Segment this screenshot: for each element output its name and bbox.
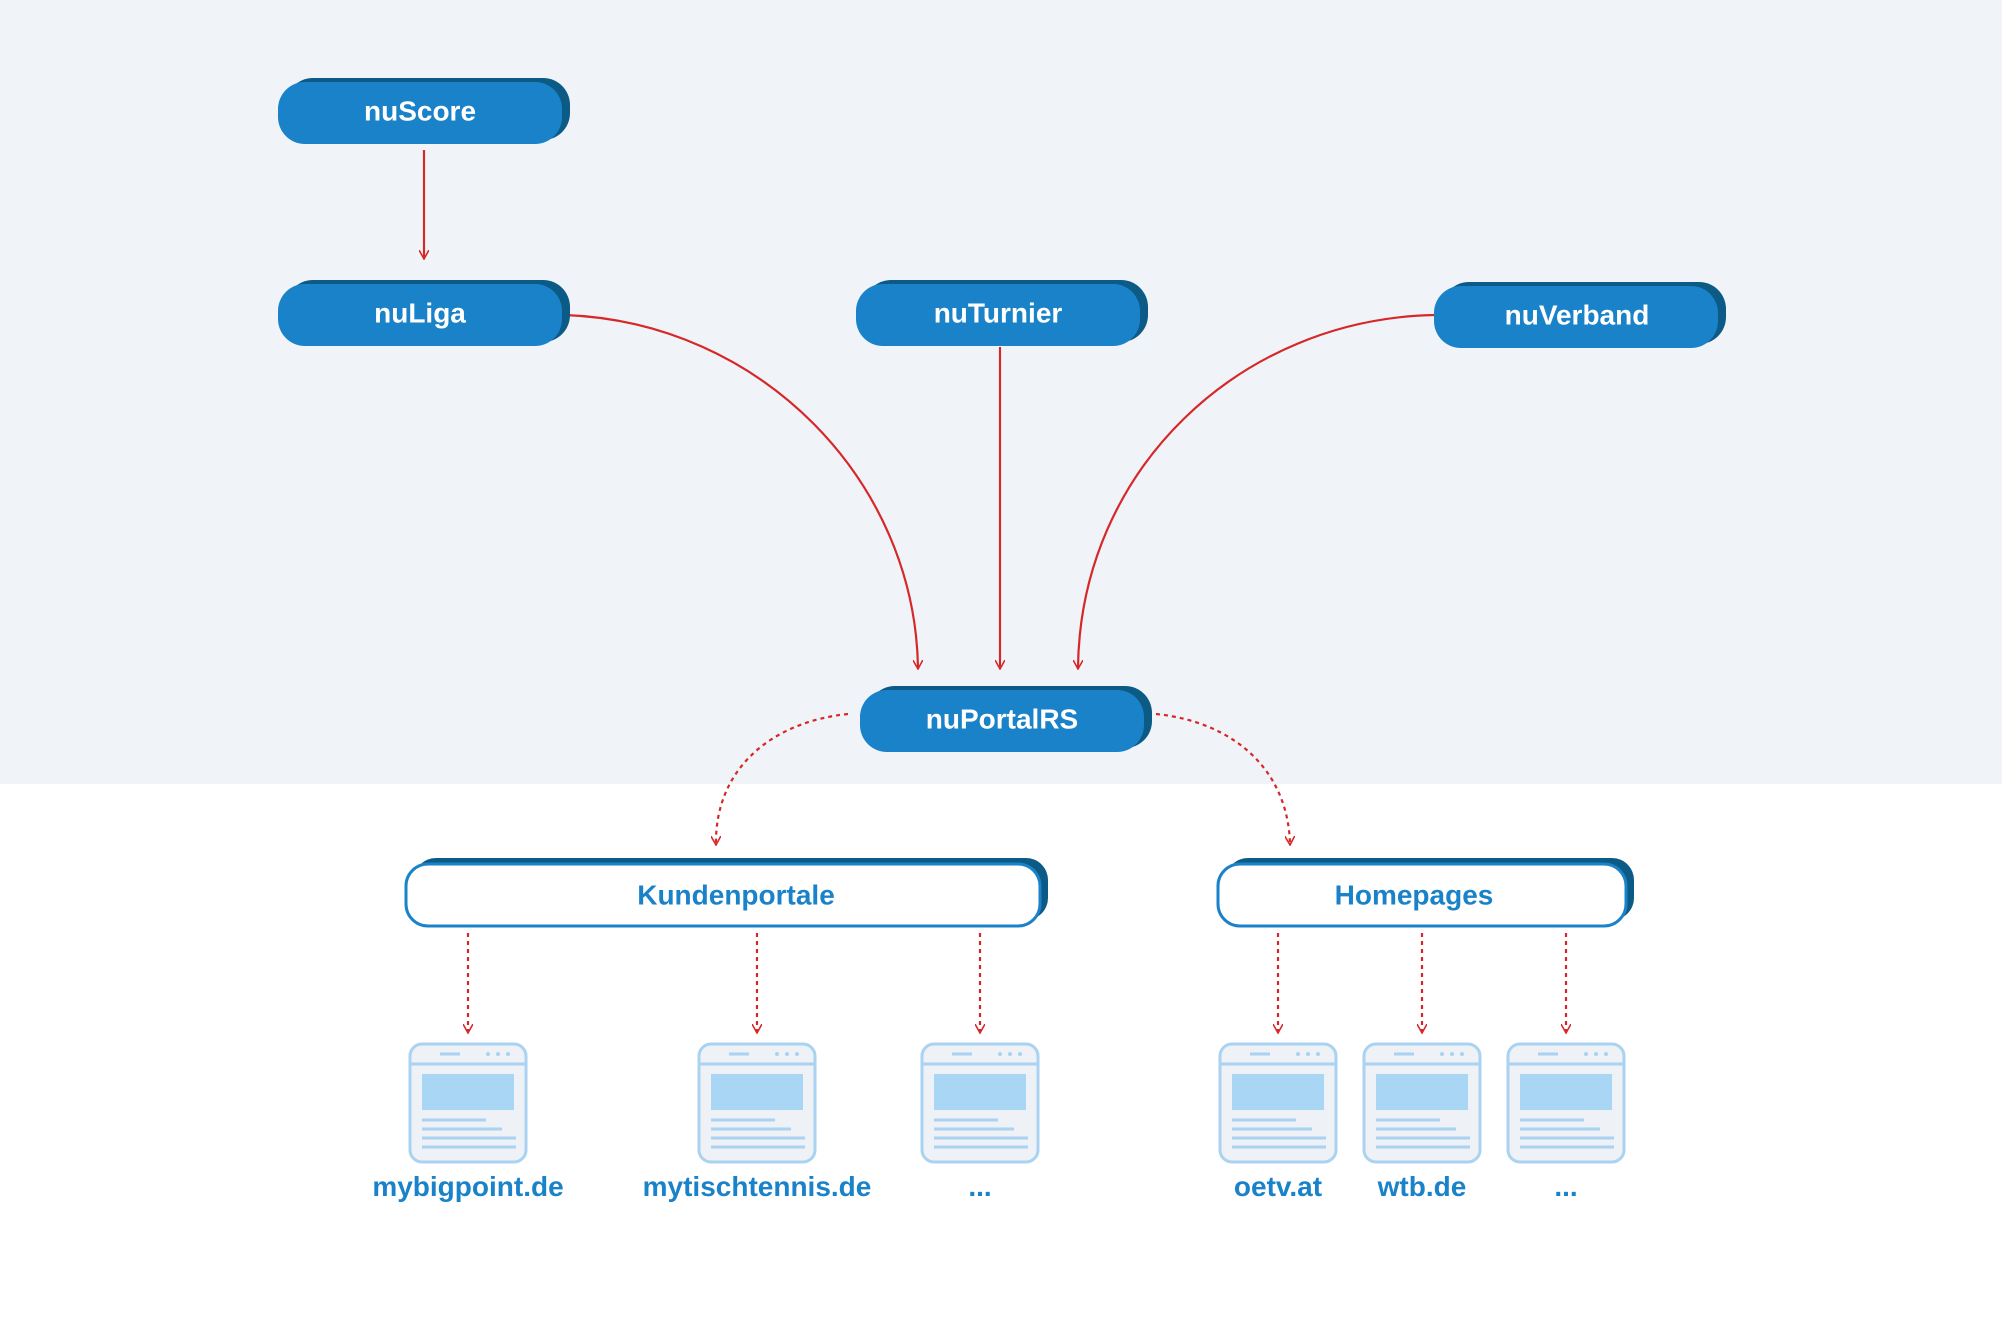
- node-label-nuturnier: nuTurnier: [934, 297, 1063, 328]
- browser-window-icon: [920, 1042, 1040, 1164]
- browser-window-icon: [1362, 1042, 1482, 1164]
- group-kundenportale: Kundenportale: [404, 858, 1048, 928]
- site-label-oetv: oetv.at: [1234, 1171, 1322, 1202]
- solid-connectors: [424, 150, 1437, 668]
- node-label-nuportalrs: nuPortalRS: [926, 703, 1078, 734]
- node-label-nuliga: nuLiga: [374, 297, 466, 328]
- dotted-connectors: [468, 712, 1566, 1032]
- node-nuscore: nuScore: [278, 78, 570, 144]
- site-label-kundenportale-more: ...: [968, 1171, 991, 1202]
- site-label-wtb: wtb.de: [1377, 1171, 1467, 1202]
- node-nuverband: nuVerband: [1434, 282, 1726, 348]
- site-label-homepages-more: ...: [1554, 1171, 1577, 1202]
- arrow-nuverband-to-nuportalrs: [1078, 313, 1437, 668]
- site-labels: mybigpoint.de mytischtennis.de ... oetv.…: [372, 1171, 1577, 1202]
- node-nuturnier: nuTurnier: [856, 280, 1148, 346]
- website-icons: [408, 1042, 1626, 1164]
- site-label-mytischtennis: mytischtennis.de: [643, 1171, 872, 1202]
- arrow-nuportalrs-to-homepages: [1155, 712, 1290, 844]
- browser-window-icon: [697, 1042, 817, 1164]
- group-label-homepages: Homepages: [1335, 879, 1494, 910]
- node-label-nuverband: nuVerband: [1505, 299, 1650, 330]
- group-homepages: Homepages: [1216, 858, 1634, 928]
- browser-window-icon: [1506, 1042, 1626, 1164]
- browser-window-icon: [1218, 1042, 1338, 1164]
- site-label-mybigpoint: mybigpoint.de: [372, 1171, 563, 1202]
- browser-window-icon: [408, 1042, 528, 1164]
- node-nuliga: nuLiga: [278, 280, 570, 346]
- arrow-nuportalrs-to-kundenportale: [716, 712, 849, 844]
- group-label-kundenportale: Kundenportale: [637, 879, 835, 910]
- node-label-nuscore: nuScore: [364, 95, 476, 126]
- node-nuportalrs: nuPortalRS: [860, 686, 1152, 752]
- arrow-nuliga-to-nuportalrs: [564, 313, 918, 668]
